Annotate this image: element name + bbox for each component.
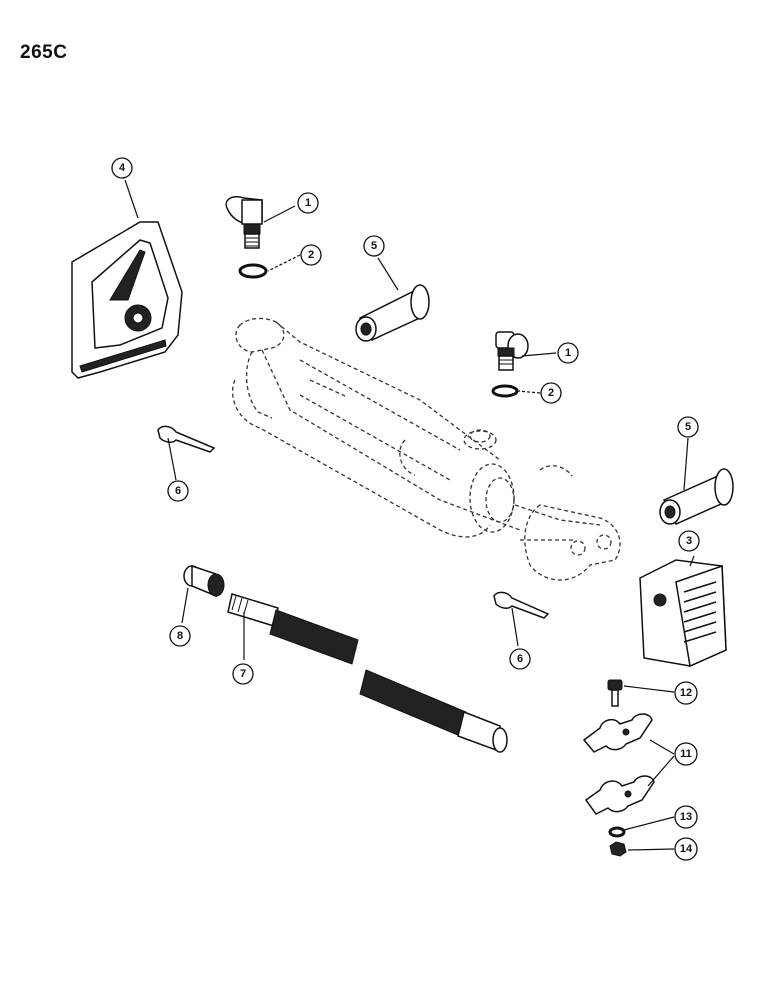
callout-3: 3 (678, 530, 700, 552)
svg-text:14: 14 (680, 843, 693, 855)
svg-text:5: 5 (371, 240, 377, 252)
callout-11: 11 (674, 742, 698, 766)
pin-part-5-upper (355, 284, 430, 342)
svg-text:7: 7 (240, 668, 246, 680)
callout-13: 13 (674, 805, 698, 829)
washer-part-13 (608, 826, 626, 838)
callout-5-upper: 5 (363, 235, 385, 257)
callout-8: 8 (169, 625, 191, 647)
svg-text:2: 2 (548, 387, 554, 399)
clamp-part-11 (582, 713, 655, 815)
callout-2-lower: 2 (540, 382, 562, 404)
svg-text:13: 13 (680, 811, 692, 823)
callout-2-upper: 2 (300, 244, 322, 266)
svg-text:5: 5 (685, 421, 691, 433)
callout-7: 7 (232, 663, 254, 685)
svg-text:11: 11 (680, 748, 692, 760)
callout-4: 4 (111, 157, 133, 179)
svg-text:1: 1 (565, 347, 571, 359)
bolt-part-12 (607, 679, 623, 707)
nut-part-14 (609, 841, 627, 857)
o-ring-part-2-upper (238, 263, 268, 279)
callout-12: 12 (674, 681, 698, 705)
svg-text:6: 6 (175, 485, 181, 497)
clip-part-6-right (493, 591, 550, 619)
plate-part-3 (639, 559, 727, 668)
callout-6-right: 6 (509, 648, 531, 670)
svg-text:3: 3 (686, 535, 692, 547)
callout-5-right: 5 (677, 416, 699, 438)
callout-1-upper: 1 (297, 192, 319, 214)
page-title: 265C (20, 42, 68, 63)
svg-text:1: 1 (305, 197, 311, 209)
callout-14: 14 (674, 837, 698, 861)
cylinder-ghost-outline (231, 317, 621, 581)
callout-1-lower: 1 (557, 342, 579, 364)
hose-part-7 (227, 593, 508, 753)
svg-text:2: 2 (308, 249, 314, 261)
elbow-fitting-part-1-lower (495, 331, 529, 371)
o-ring-part-2-lower (491, 384, 519, 398)
leader-lines (124, 179, 695, 851)
svg-text:8: 8 (177, 630, 183, 642)
svg-text:4: 4 (119, 162, 126, 174)
bracket-part-4 (71, 221, 183, 379)
svg-text:6: 6 (517, 653, 523, 665)
callout-6-left: 6 (167, 480, 189, 502)
adapter-part-8 (183, 564, 225, 598)
svg-text:12: 12 (680, 687, 692, 699)
clip-part-6-left (157, 425, 216, 453)
pin-part-5-right (659, 468, 734, 525)
elbow-fitting-part-1-upper (225, 196, 263, 249)
